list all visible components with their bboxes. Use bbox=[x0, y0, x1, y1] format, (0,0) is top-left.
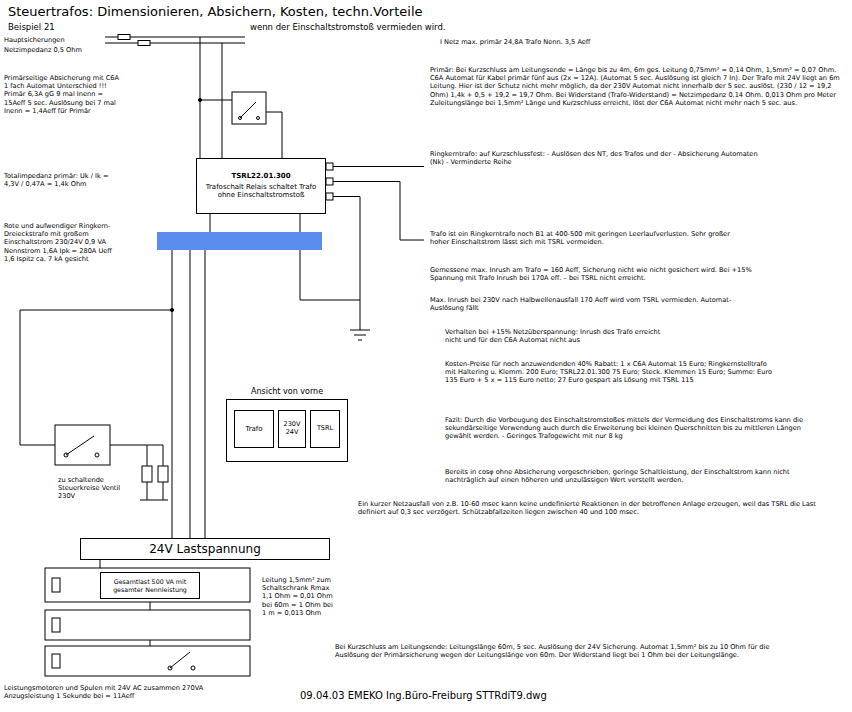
switch-pin bbox=[64, 453, 68, 457]
note-text: Trafo ist ein Ringkerntrafo noch B1 at 4… bbox=[430, 230, 730, 246]
wire bbox=[100, 560, 101, 568]
note-text: Leistungsmotoren und Spulen mit 24V AC z… bbox=[4, 684, 244, 700]
breaker-symbol bbox=[232, 92, 266, 124]
ground-symbol bbox=[350, 330, 370, 331]
switch-contact bbox=[240, 102, 256, 118]
wire bbox=[163, 482, 164, 500]
node-heading: TSRL22.01.300 bbox=[200, 172, 322, 180]
node-text: Trafoschalt Relais schaltet Trafo ohne E… bbox=[200, 183, 322, 200]
diagram-title: Steuertrafos: Dimensionieren, Absichern,… bbox=[8, 4, 423, 20]
wire bbox=[210, 214, 211, 232]
note-text: wenn der Einschaltstromstoß vermieden wi… bbox=[250, 22, 550, 33]
coil-symbol bbox=[158, 466, 168, 482]
wire bbox=[172, 250, 173, 538]
wire bbox=[147, 482, 148, 500]
module-box: 230V 24V bbox=[278, 410, 306, 448]
module-box: Trafo bbox=[234, 410, 274, 448]
note-text: Gemessene max. Inrush am Trafo = 160 Aef… bbox=[430, 266, 760, 282]
wire bbox=[190, 250, 191, 538]
load-circuit bbox=[45, 568, 250, 602]
voltage-band: 24V Lastspannung bbox=[80, 538, 330, 560]
switch-pin bbox=[257, 117, 260, 120]
node-text: Trafo bbox=[238, 425, 270, 433]
note-text: Max. Inrush bei 230V nach Halbwellenausf… bbox=[430, 296, 760, 312]
switch-contact bbox=[170, 652, 190, 668]
switch-pin bbox=[168, 666, 172, 670]
note-text: Leitung 1,5mm² zum Schaltschrank Rmax 1,… bbox=[262, 576, 336, 617]
note-text: Ringkerntrafo: auf Kurzschlussfest: - Au… bbox=[430, 150, 760, 166]
switch-pin bbox=[95, 453, 99, 457]
note-text: Fazit: Durch die Vorbeugung des Einschal… bbox=[445, 416, 805, 441]
note-text: Verhalten bei +15% Netzüberspannung: Inr… bbox=[445, 328, 675, 344]
wire bbox=[200, 37, 201, 158]
terminal-symbol bbox=[326, 163, 333, 170]
wire bbox=[110, 445, 147, 466]
note-text: Bei Kurzschluss am Leitungsende: Leitung… bbox=[335, 643, 805, 659]
coil-symbol bbox=[52, 618, 60, 632]
leader-line bbox=[333, 166, 424, 167]
leader-line bbox=[333, 182, 424, 241]
transformer-bar bbox=[157, 232, 322, 250]
switch-pin bbox=[191, 666, 195, 670]
wire bbox=[300, 214, 301, 232]
note-text: Netzimpedanz 0,5 Ohm bbox=[4, 46, 99, 54]
ground-symbol bbox=[354, 335, 366, 336]
node-text: Gesamtlast 500 VA mit gesamter Nennleist… bbox=[104, 578, 196, 593]
load-circuit bbox=[45, 610, 250, 640]
note-text: Beispiel 21 bbox=[8, 22, 128, 33]
note-text: Bereits in cosφ ohne Absicherung vorgesc… bbox=[445, 468, 805, 484]
wire bbox=[140, 500, 168, 501]
coil-symbol bbox=[52, 654, 60, 668]
wire bbox=[150, 602, 151, 610]
wire bbox=[200, 100, 232, 101]
wire bbox=[300, 250, 360, 300]
note-text: Primärseitige Absicherung mit C6A 1 fach… bbox=[4, 74, 122, 115]
coil-symbol bbox=[142, 466, 152, 482]
hand-switch bbox=[66, 436, 94, 455]
note-text: zu schaltende Steuerkreise Ventil 230V bbox=[58, 476, 136, 501]
terminal-symbol bbox=[326, 178, 333, 185]
note-text: Rote und aufwendiger Ringkern-Dreieckstr… bbox=[4, 222, 118, 263]
switch-pin bbox=[239, 117, 242, 120]
node-text: 230V 24V bbox=[282, 421, 302, 437]
module-box: TSRL bbox=[310, 410, 340, 448]
note-text: Primär: Bei Kurzschluss am Leitungsende … bbox=[430, 66, 842, 107]
terminal-symbol bbox=[326, 193, 333, 200]
node-text: 24V Lastspannung bbox=[84, 542, 326, 556]
switch-housing bbox=[55, 425, 110, 465]
fuse-symbol bbox=[118, 35, 130, 40]
note-text: Totalimpedanz primär: Uk / Ik = 4,3V / 0… bbox=[4, 172, 116, 188]
wire bbox=[333, 197, 360, 331]
note-text: Kosten-Preise für noch anzuwendenden 40%… bbox=[445, 360, 775, 385]
wire bbox=[147, 445, 163, 466]
node-text: TSRL bbox=[314, 425, 336, 433]
wire bbox=[150, 640, 151, 646]
wire bbox=[205, 250, 206, 538]
coil-symbol bbox=[52, 578, 60, 592]
supply-line bbox=[105, 43, 245, 44]
note-text: Hauptsicherungen bbox=[4, 36, 99, 44]
front-view-panel: Ansicht von vorneTrafo 230V 24V TSRL bbox=[226, 386, 348, 462]
note-text: I Netz max. primär 24,8A Trafo Nenn. 3,5… bbox=[440, 38, 660, 46]
fuse-symbol bbox=[138, 41, 150, 46]
note-text: Ein kurzer Netzausfall von z.B. 10-60 ms… bbox=[358, 500, 833, 516]
drawing-footer: 09.04.03 EMEKO Ing.Büro-Freiburg STTRdiT… bbox=[300, 690, 750, 703]
wire bbox=[266, 112, 282, 158]
ground-symbol bbox=[358, 340, 362, 341]
node-text: Ansicht von vorne bbox=[226, 385, 348, 398]
relay-box: TSRL22.01.300Trafoschalt Relais schaltet… bbox=[196, 158, 326, 214]
load-box: Gesamtlast 500 VA mit gesamter Nennleist… bbox=[100, 572, 200, 599]
load-circuit bbox=[45, 646, 250, 676]
